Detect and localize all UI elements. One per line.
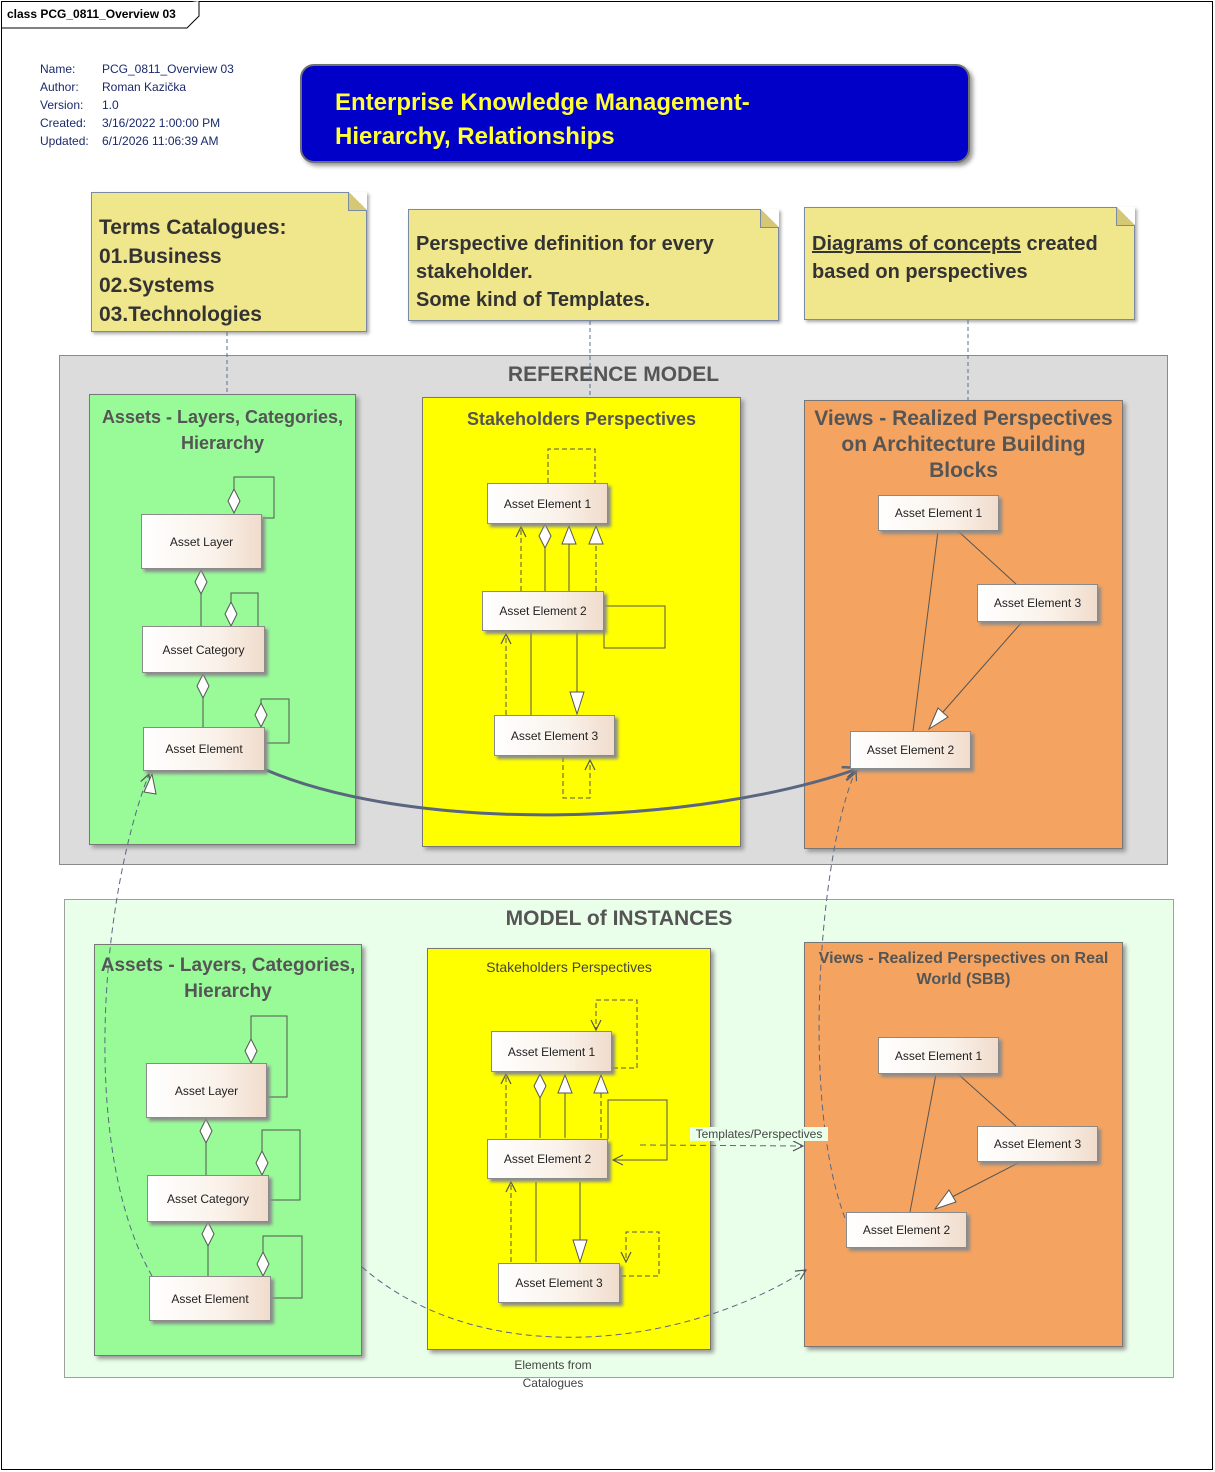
inst-stakeholder-element-3[interactable]: Asset Element 3 [498,1263,620,1303]
inst-assets-relations [199,1015,303,1299]
meta-key: Created: [40,116,87,130]
frame-label: class PCG_0811_Overview 03 [7,7,176,21]
meta-value: 3/16/2022 1:00:00 PM [102,116,221,130]
ref-views-package[interactable]: Views - Realized Perspectives on Archite… [804,400,1123,849]
inst-views-relations [909,1073,1021,1213]
ref-asset-category[interactable]: Asset Category [142,626,265,673]
elements-from-catalogues-label: Elements from Catalogues [514,1358,592,1390]
ref-view-element-2[interactable]: Asset Element 2 [850,731,971,769]
inst-stakeholder-element-1[interactable]: Asset Element 1 [491,1031,612,1072]
ref-asset-layer[interactable]: Asset Layer [141,514,262,569]
title-banner[interactable]: Enterprise Knowledge Management- Hierarc… [300,64,970,163]
ref-stakeholder-element-1[interactable]: Asset Element 1 [487,483,608,524]
meta-value: PCG_0811_Overview 03 [102,62,234,76]
inst-view-element-1[interactable]: Asset Element 1 [878,1037,999,1074]
ref-stakeholder-relations [506,448,666,799]
diagram-title: Enterprise Knowledge Management- Hierarc… [335,89,750,150]
diagram-metadata: Name: PCG_0811_Overview 03 Author: Roman K… [40,60,234,150]
package-title: Assets - Layers, Categories, Hierarchy [101,407,344,453]
ref-view-element-3[interactable]: Asset Element 3 [977,584,1098,622]
inst-stakeholder-element-2[interactable]: Asset Element 2 [487,1139,608,1179]
meta-key: Author: [40,80,79,94]
realization-arrow [265,768,860,817]
meta-value: 1.0 [102,98,119,112]
package-title: Assets - Layers, Categories, Hierarchy [100,955,356,1002]
frame-tab-outline [1,1,200,29]
package-title: Stakeholders Perspectives [486,959,652,975]
meta-key: Name: [40,62,76,76]
note-terms-catalogues[interactable]: Terms Catalogues: 01.Business 02.Systems… [91,192,367,332]
note-text: Terms Catalogues: 01.Business 02.Systems… [99,216,287,326]
inst-asset-element[interactable]: Asset Element [149,1276,271,1321]
ref-assets-relations [194,476,290,744]
package-title: Views - Realized Perspectives on Archite… [814,407,1113,482]
meta-key: Version: [40,98,84,112]
meta-value: Roman Kazička [102,80,187,94]
package-title: Views - Realized Perspectives on Real Wo… [818,950,1109,988]
inst-view-element-2[interactable]: Asset Element 2 [846,1212,967,1248]
meta-key: Updated: [40,134,89,148]
ref-view-element-1[interactable]: Asset Element 1 [878,495,999,531]
instances-model-title: MODEL of INSTANCES [505,907,733,930]
package-title: Stakeholders Perspectives [466,409,697,429]
ref-stakeholder-element-2[interactable]: Asset Element 2 [482,591,604,631]
note-text: Diagrams of concepts created based on pe… [812,230,1098,286]
note-diagrams-of-concepts[interactable]: Diagrams of concepts created based on pe… [804,207,1135,320]
reference-model-title: REFERENCE MODEL [507,363,720,386]
inst-asset-layer[interactable]: Asset Layer [146,1063,267,1118]
inst-assets-package[interactable]: Assets - Layers, Categories, Hierarchy [94,944,362,1356]
note-fold-icon [760,209,779,228]
note-fold-icon [348,192,367,211]
cross-model-connectors [104,770,856,1338]
ref-views-relations [912,530,1023,732]
note-text: Perspective definition for every stakeho… [416,233,714,311]
generalization-head-icon [143,772,157,795]
inst-asset-category[interactable]: Asset Category [147,1175,269,1222]
meta-value: 6/1/2026 11:06:39 AM [102,134,219,148]
note-perspective-definition[interactable]: Perspective definition for every stakeho… [408,209,779,321]
note-fold-icon [1116,207,1135,226]
ref-stakeholder-element-3[interactable]: Asset Element 3 [494,715,615,756]
inst-stakeholder-relations [506,999,668,1277]
note-text-rest: created based on perspectives [812,233,1098,283]
inst-view-element-3[interactable]: Asset Element 3 [977,1126,1098,1162]
note-links [226,320,969,400]
templates-perspectives-label: Templates/Perspectives [690,1127,828,1141]
ref-asset-element[interactable]: Asset Element [143,727,265,771]
diagrams-of-concepts-link[interactable]: Diagrams of concepts [812,233,1021,255]
